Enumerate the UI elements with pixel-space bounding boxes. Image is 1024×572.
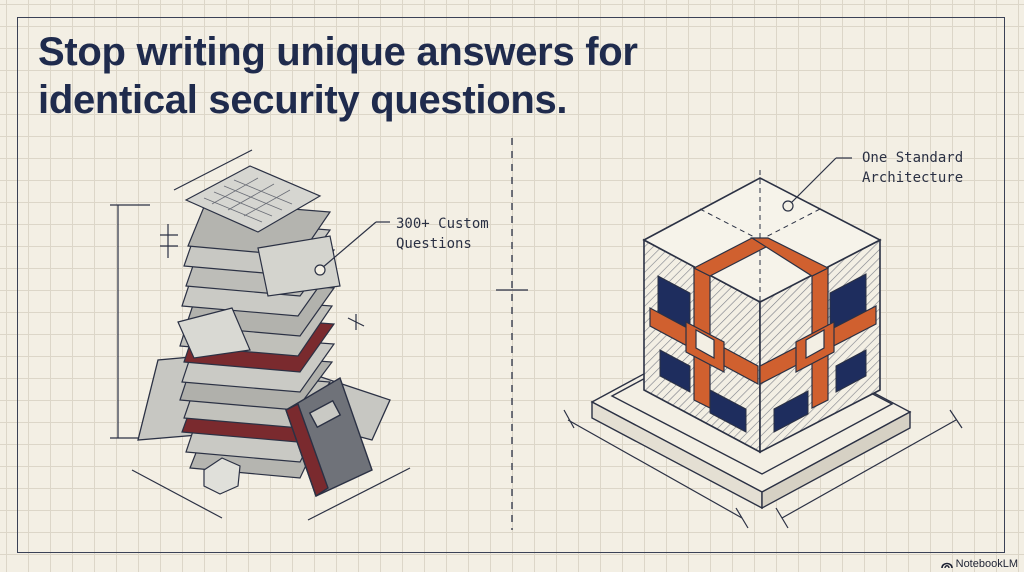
page-title: Stop writing unique answers for identica… bbox=[38, 28, 638, 124]
orange-lattice bbox=[649, 237, 877, 409]
title-line-2: identical security questions. bbox=[38, 78, 568, 122]
title-line-1: Stop writing unique answers for bbox=[38, 30, 638, 74]
blueprint-frame bbox=[17, 17, 1005, 553]
callout-standard-architecture: One Standard Architecture bbox=[862, 148, 963, 188]
dimension-lines-right bbox=[563, 409, 963, 529]
notebooklm-badge: NotebookLM bbox=[940, 558, 1018, 570]
callout-standard-architecture-line-1: One Standard bbox=[862, 150, 964, 166]
callout-custom-questions-line-1: 300+ Custom bbox=[396, 216, 489, 232]
callout-leader-left bbox=[314, 221, 390, 276]
center-divider bbox=[496, 138, 528, 530]
callout-custom-questions: 300+ Custom Questions bbox=[396, 214, 489, 254]
standard-cube-illustration bbox=[563, 157, 963, 529]
callout-custom-questions-line-2: Questions bbox=[396, 236, 472, 252]
notebooklm-logo-icon bbox=[940, 562, 953, 569]
callout-leader-right bbox=[782, 157, 852, 212]
notebooklm-label: NotebookLM bbox=[955, 558, 1018, 570]
dimension-lines-left bbox=[110, 149, 411, 521]
binder-book bbox=[285, 376, 373, 498]
callout-standard-architecture-line-2: Architecture bbox=[862, 170, 964, 186]
paper-stack-illustration bbox=[110, 149, 411, 521]
